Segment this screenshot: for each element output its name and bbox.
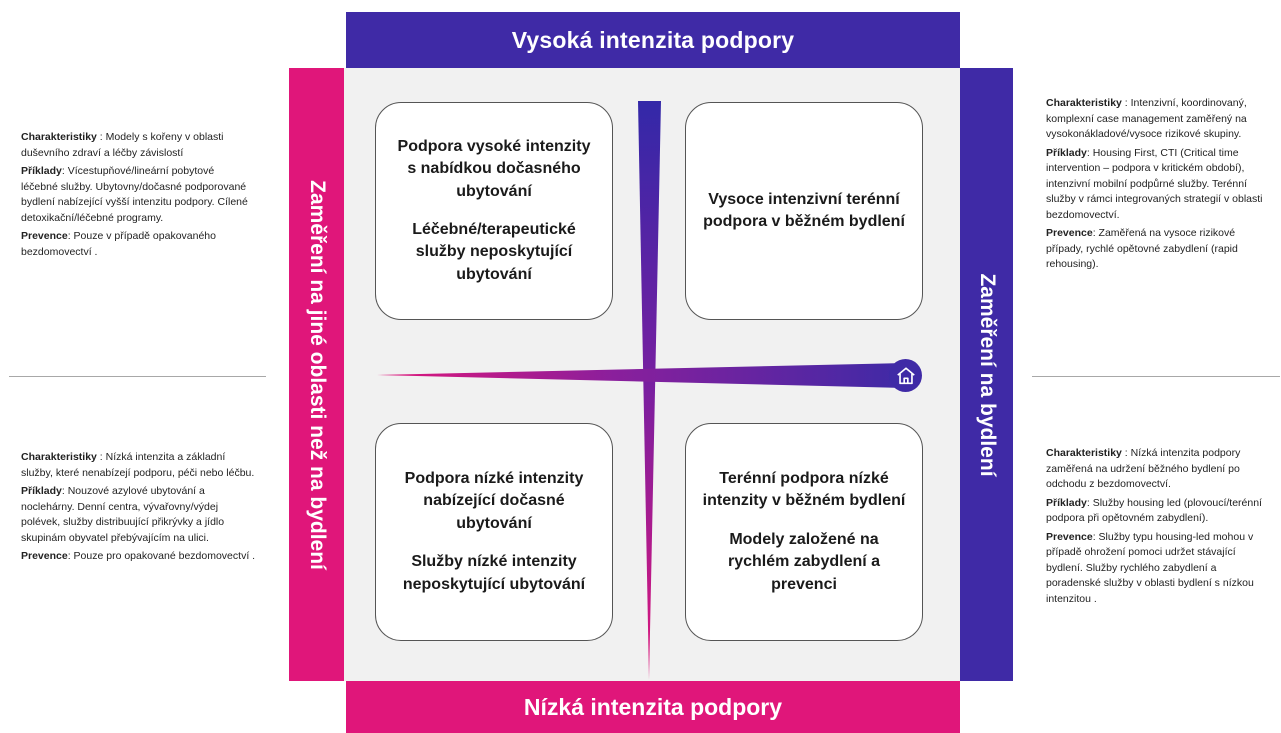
note-label: Charakteristiky: [21, 131, 97, 143]
quadrant-title: Podpora nízké intenzity nabízející dočas…: [404, 470, 584, 532]
quadrant-high-housing: Vysoce intenzivní terénní podpora v běžn…: [685, 102, 923, 320]
quadrant-high-other: Podpora vysoké intenzity s nabídkou doča…: [375, 102, 613, 320]
note-label: Příklady: [21, 485, 62, 498]
quadrant-subtitle: Léčebné/terapeutické služby neposkytujíc…: [412, 221, 576, 283]
note-text: : Zaměřená na vysoce rizikové případy, r…: [1046, 227, 1238, 271]
note-text: : Vícestupňové/lineární pobytové léčebné…: [21, 165, 248, 224]
note-label: Prevence: [1046, 530, 1093, 543]
axis-top-text: Vysoká intenzita podpory: [511, 26, 795, 53]
note-text: : Modely s kořeny v oblasti duševního zd…: [21, 131, 224, 159]
house-icon: [889, 359, 922, 392]
note-text: : Pouze v případě opakovaného bezdomovec…: [21, 230, 216, 258]
axis-label-top: Vysoká intenzita podpory: [346, 12, 960, 68]
note-label: Prevence: [1046, 227, 1093, 240]
quadrant-subtitle: Služby nízké intenzity neposkytující uby…: [402, 553, 586, 593]
note-top-left: Charakteristiky : Modely s kořeny v obla…: [21, 130, 249, 263]
quadrant-subtitle: Modely založené na rychlém zabydlení a p…: [727, 530, 881, 593]
note-label: Charakteristiky: [1046, 97, 1122, 109]
note-text: : Housing First, CTI (Critical time inte…: [1046, 146, 1263, 221]
note-label: Prevence: [21, 550, 68, 563]
axis-right-text: Zaměření na bydlení: [975, 272, 999, 477]
note-text: : Pouze pro opakované bezdomovectví .: [67, 550, 256, 563]
axis-label-left: Zaměření na jiné oblasti než na bydlení: [289, 68, 344, 681]
note-text: : Služby typu housing-led mohou v případ…: [1046, 530, 1254, 605]
note-label: Prevence: [21, 230, 68, 243]
note-top-right: Charakteristiky : Intenzivní, koordinova…: [1046, 96, 1266, 276]
note-text: : Nouzové azylové ubytování a noclehárny…: [21, 485, 225, 544]
note-text: : Nízká intenzita a základní služby, kte…: [21, 451, 255, 479]
axis-bottom-text: Nízká intenzita podpory: [523, 693, 783, 720]
axes-graphic: [377, 101, 904, 680]
note-label: Příklady: [21, 165, 62, 178]
note-text: : Nízká intenzita podpory zaměřená na ud…: [1046, 447, 1241, 491]
axis-label-right: Zaměření na bydlení: [960, 68, 1013, 681]
note-text: : Služby housing led (plovoucí/terénní p…: [1046, 496, 1262, 525]
quadrant-title: Podpora vysoké intenzity s nabídkou doča…: [397, 137, 591, 200]
note-label: Charakteristiky: [1046, 447, 1122, 459]
note-label: Příklady: [1046, 146, 1087, 159]
quadrant-title: Terénní podpora nízké intenzity v běžném…: [702, 470, 906, 510]
quadrant-low-other: Podpora nízké intenzity nabízející dočas…: [375, 423, 613, 641]
axis-label-bottom: Nízká intenzita podpory: [346, 681, 960, 733]
vertical-axis-wedge: [638, 101, 661, 680]
right-divider: [1032, 376, 1280, 377]
note-bottom-left: Charakteristiky : Nízká intenzita a zákl…: [21, 450, 259, 568]
quadrant-title: Vysoce intenzivní terénní podpora v běžn…: [703, 190, 905, 230]
note-text: : Intenzivní, koordinovaný, komplexní ca…: [1046, 97, 1247, 141]
note-label: Příklady: [1046, 496, 1087, 509]
note-label: Charakteristiky: [21, 451, 97, 463]
horizontal-axis-wedge: [377, 363, 904, 388]
left-divider: [9, 376, 266, 377]
axis-left-text: Zaměření na jiné oblasti než na bydlení: [305, 179, 329, 570]
note-bottom-right: Charakteristiky : Nízká intenzita podpor…: [1046, 446, 1266, 610]
quadrant-low-housing: Terénní podpora nízké intenzity v běžném…: [685, 423, 923, 641]
